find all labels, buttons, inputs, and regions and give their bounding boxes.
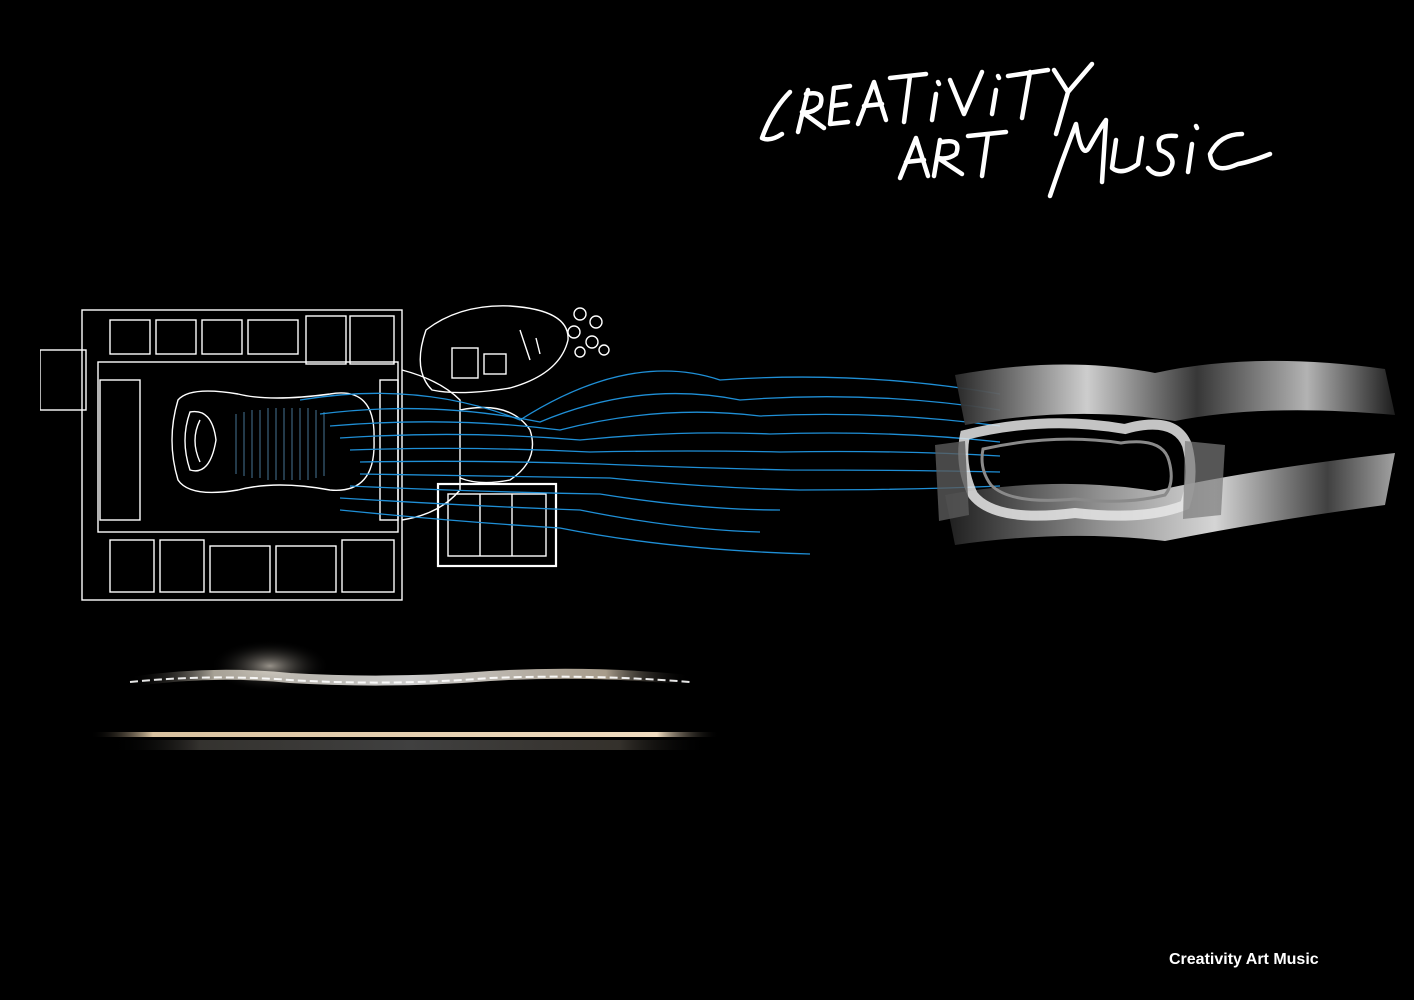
ribbon-wall-model [935,360,1395,545]
sound-flow-lines [300,370,1001,555]
light-trail-photo [90,640,720,750]
caption-text: Creativity Art Music [1169,951,1319,968]
floor-plan-drawing [40,305,610,601]
handwritten-title [759,61,1273,199]
